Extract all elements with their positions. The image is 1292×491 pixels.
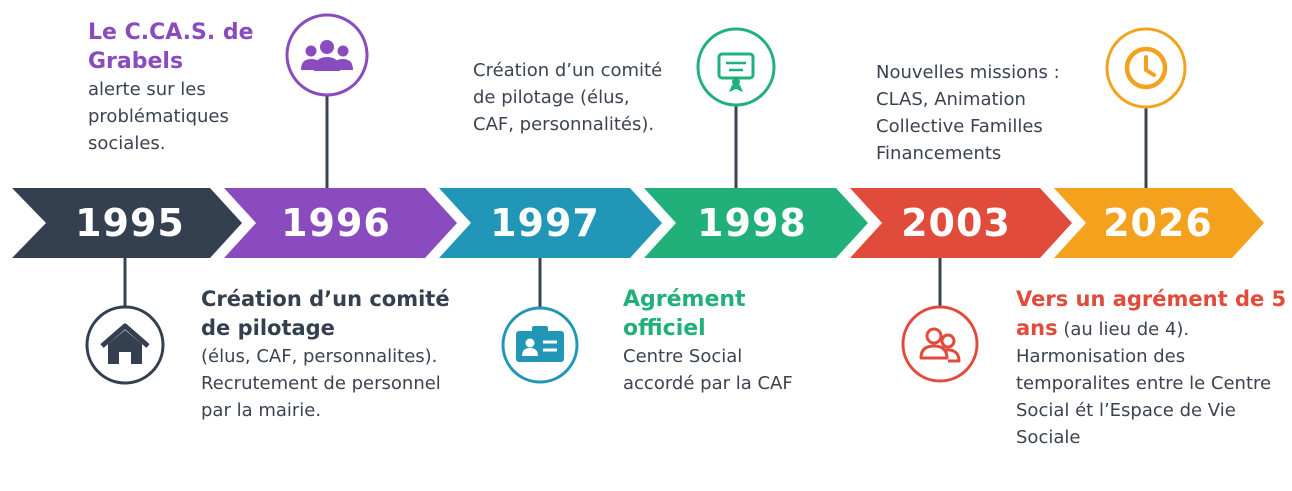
users-icon — [901, 305, 979, 383]
year-1998: 1998 — [697, 201, 807, 245]
note-1995: Création d’un comité de pilotage (élus, … — [201, 285, 456, 424]
note-2026-inline: (au lieu de 4). — [1057, 319, 1190, 340]
note-1996: Le C.CA.S. de Grabels alerte sur les pro… — [88, 18, 283, 157]
note-2026-body: Harmonisation des temporalites entre le … — [1016, 346, 1272, 448]
certificate-icon — [696, 27, 776, 107]
house-icon — [85, 305, 165, 385]
segment-1996 — [224, 188, 457, 258]
note-1995-title: Création d’un comité de pilotage — [201, 287, 450, 340]
id-card-icon — [501, 306, 579, 384]
year-1997: 1997 — [490, 201, 600, 245]
note-1995-body: (élus, CAF, personnalites). Recrutement … — [201, 346, 441, 421]
note-2003-top: Nouvelles missions : CLAS, Animation Col… — [876, 59, 1086, 167]
segment-1997 — [439, 188, 662, 258]
note-2003-top-body: Nouvelles missions : CLAS, Animation Col… — [876, 62, 1060, 164]
note-2026: Vers un agrément de 5 ans (au lieu de 4)… — [1016, 285, 1288, 451]
note-1997-top: Création d’un comité de pilotage (élus, … — [473, 57, 673, 138]
note-1998-body: Centre Social accordé par la CAF — [623, 346, 793, 394]
year-2026: 2026 — [1103, 201, 1213, 245]
segment-2026 — [1054, 188, 1264, 258]
note-1997-top-body: Création d’un comité de pilotage (élus, … — [473, 60, 663, 135]
note-1996-title: Le C.CA.S. de Grabels — [88, 20, 254, 74]
segment-1998 — [644, 188, 868, 258]
note-2026-head: Vers un agrément de 5 ans — [1016, 287, 1286, 340]
year-1995: 1995 — [75, 201, 185, 245]
note-2026-title: Vers un agrément de 5 ans — [1016, 287, 1287, 340]
note-1996-body: alerte sur les problématiques sociales. — [88, 79, 229, 154]
segment-2003 — [850, 188, 1072, 258]
year-1996: 1996 — [281, 201, 391, 245]
clock-icon — [1105, 27, 1187, 109]
note-1998-title: Agrément officiel — [623, 287, 746, 341]
segment-1995 — [12, 188, 242, 258]
note-1998: Agrément officiel Centre Social accordé … — [623, 285, 798, 397]
year-2003: 2003 — [901, 201, 1011, 245]
people-group-icon — [285, 13, 369, 97]
